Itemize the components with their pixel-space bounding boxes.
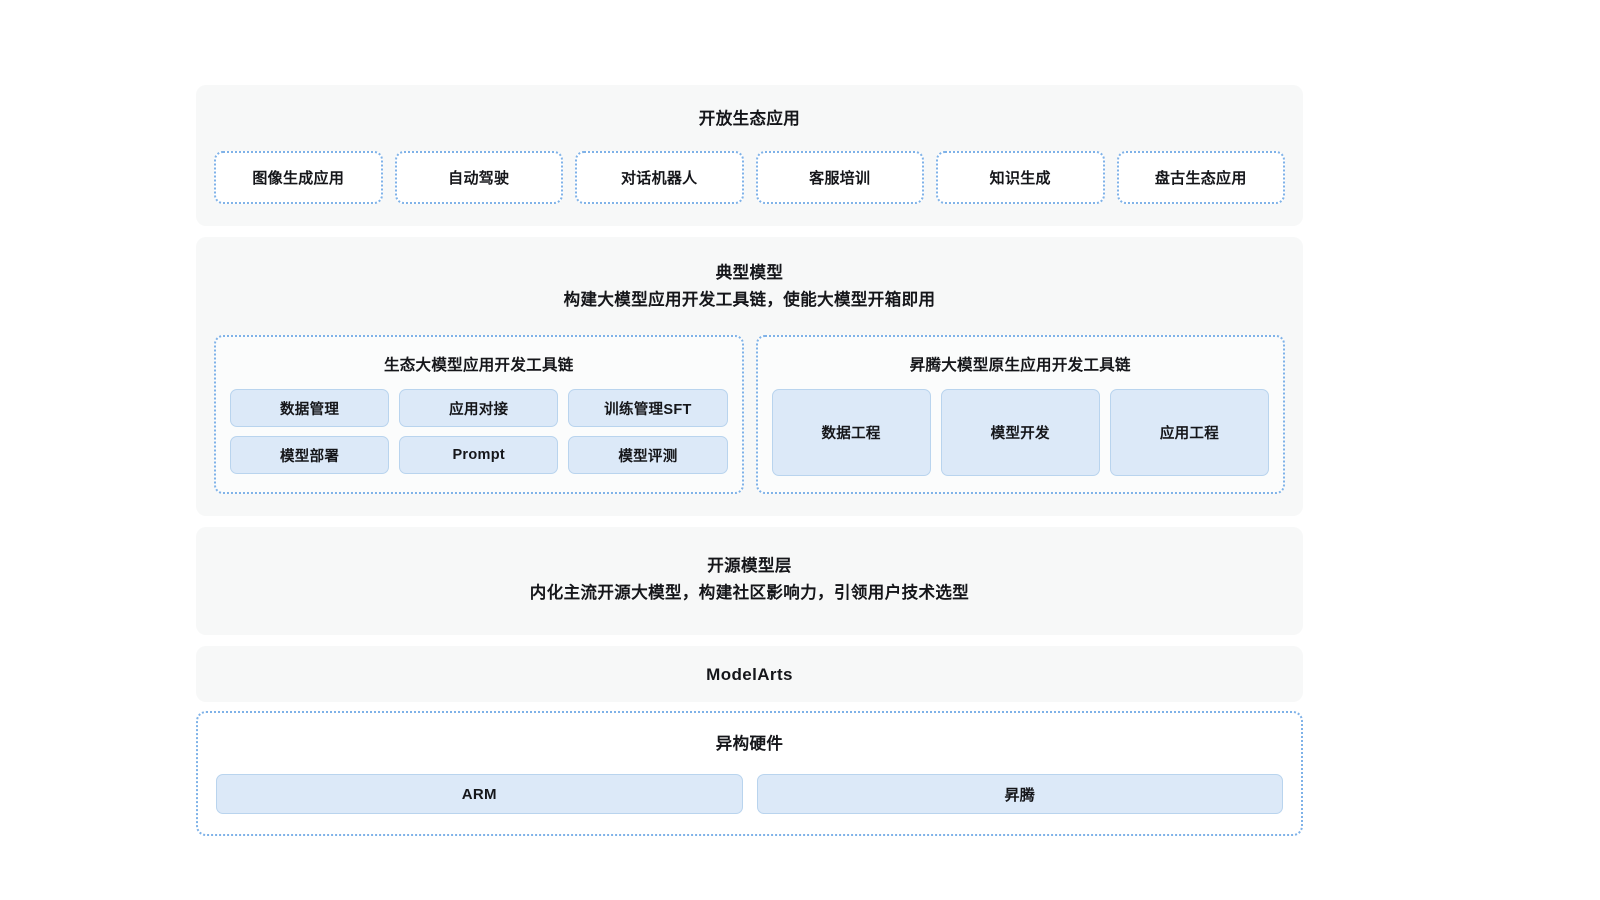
panel-ascend-native-toolchain: 昇腾大模型原生应用开发工具链 数据工程 模型开发 应用工程 xyxy=(755,335,1285,495)
section-title-hardware: 异构硬件 xyxy=(715,735,784,754)
hardware-chip[interactable]: ARM xyxy=(216,774,743,815)
tile[interactable]: 数据管理 xyxy=(230,389,390,428)
hardware-chip-row: ARM 昇腾 xyxy=(216,774,1283,815)
ascend-native-toolchain-tiles: 数据工程 模型开发 应用工程 xyxy=(771,389,1269,477)
apps-chip-row: 图像生成应用 自动驾驶 对话机器人 客服培训 知识生成 盘古生态应用 xyxy=(214,150,1285,204)
tile[interactable]: Prompt xyxy=(399,436,559,475)
app-chip[interactable]: 图像生成应用 xyxy=(214,150,383,204)
tile[interactable]: 数据工程 xyxy=(771,389,931,477)
panel-ecosystem-toolchain: 生态大模型应用开发工具链 数据管理 应用对接 训练管理SFT 模型部署 Prom… xyxy=(214,335,744,495)
section-modelarts: ModelArts xyxy=(196,646,1303,703)
section-typical-models: 典型模型 构建大模型应用开发工具链，使能大模型开箱即用 生态大模型应用开发工具链… xyxy=(196,236,1303,517)
section-subtitle-opensource: 内化主流开源大模型，构建社区影响力，引领用户技术选型 xyxy=(529,583,970,602)
panel-title-ecosystem-toolchain: 生态大模型应用开发工具链 xyxy=(383,357,574,375)
tile[interactable]: 训练管理SFT xyxy=(568,389,728,428)
section-opensource-model-layer: 开源模型层 内化主流开源大模型，构建社区影响力，引领用户技术选型 xyxy=(196,527,1303,636)
tile[interactable]: 模型开发 xyxy=(940,389,1100,477)
ecosystem-toolchain-tiles: 数据管理 应用对接 训练管理SFT 模型部署 Prompt 模型评测 xyxy=(230,389,728,475)
section-subtitle-models: 构建大模型应用开发工具链，使能大模型开箱即用 xyxy=(563,290,936,309)
app-chip[interactable]: 客服培训 xyxy=(755,150,924,204)
section-title-models: 典型模型 xyxy=(715,263,784,282)
tile[interactable]: 模型部署 xyxy=(230,436,390,475)
app-chip[interactable]: 知识生成 xyxy=(936,150,1105,204)
tile[interactable]: 应用工程 xyxy=(1109,389,1269,477)
layer-stack: 开放生态应用 图像生成应用 自动驾驶 对话机器人 客服培训 知识生成 盘古生态应… xyxy=(196,85,1303,837)
app-chip[interactable]: 盘古生态应用 xyxy=(1116,150,1285,204)
app-chip[interactable]: 对话机器人 xyxy=(575,150,744,204)
section-title-apps: 开放生态应用 xyxy=(698,110,801,128)
panel-title-ascend-native-toolchain: 昇腾大模型原生应用开发工具链 xyxy=(909,357,1131,375)
tile[interactable]: 模型评测 xyxy=(568,436,728,475)
hardware-chip[interactable]: 昇腾 xyxy=(756,774,1283,815)
section-heterogeneous-hardware: 异构硬件 ARM 昇腾 xyxy=(196,711,1303,837)
section-title-modelarts: ModelArts xyxy=(706,664,793,684)
section-open-ecosystem-apps: 开放生态应用 图像生成应用 自动驾驶 对话机器人 客服培训 知识生成 盘古生态应… xyxy=(196,85,1303,226)
model-panels-row: 生态大模型应用开发工具链 数据管理 应用对接 训练管理SFT 模型部署 Prom… xyxy=(214,335,1285,495)
section-title-opensource: 开源模型层 xyxy=(707,557,792,576)
app-chip[interactable]: 自动驾驶 xyxy=(394,150,563,204)
tile[interactable]: 应用对接 xyxy=(399,389,559,428)
